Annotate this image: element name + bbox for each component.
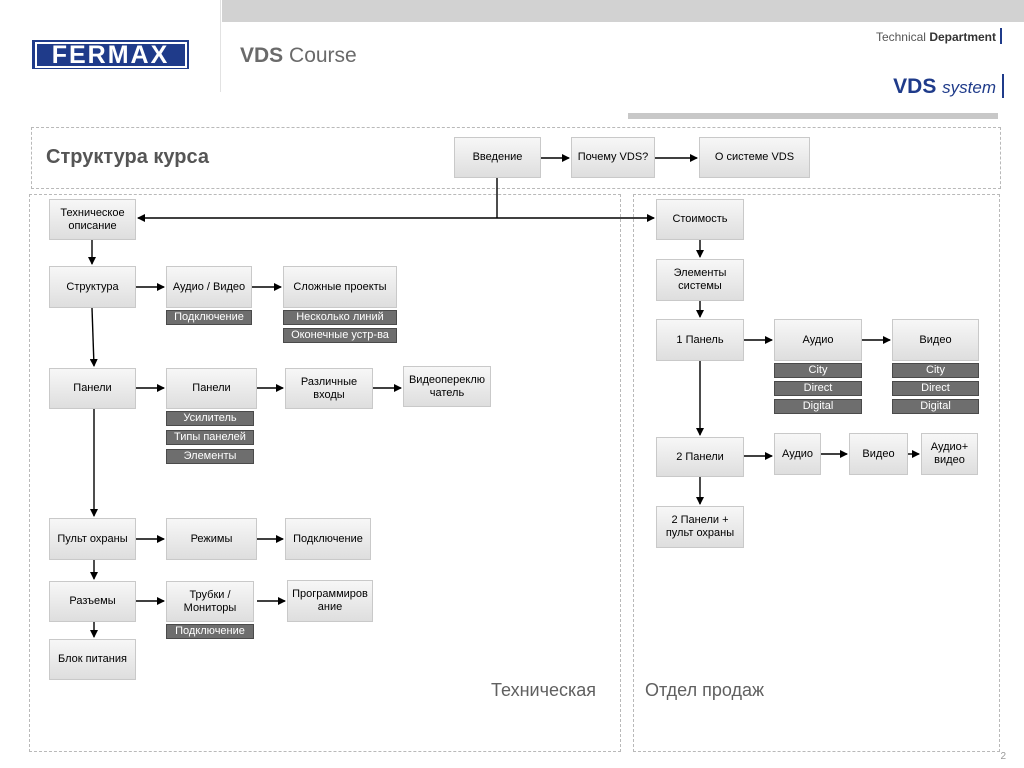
sales-section-label: Отдел продаж bbox=[645, 680, 764, 700]
power-supply-box: Блок питания bbox=[49, 639, 136, 680]
cost-box: Стоимость bbox=[656, 199, 744, 240]
header-bar bbox=[222, 0, 1024, 22]
video-switch-box: Видеопереключатель bbox=[403, 366, 491, 407]
complex-projects-box: Сложные проекты bbox=[283, 266, 397, 308]
audio-2-box: Аудио bbox=[774, 433, 821, 475]
video-tag-city: City bbox=[892, 363, 979, 378]
audio-box: Аудио bbox=[774, 319, 862, 361]
why-vds-box: Почему VDS? bbox=[571, 137, 655, 178]
two-panels-box: 2 Панели bbox=[656, 437, 744, 477]
modes-box: Режимы bbox=[166, 518, 257, 560]
video-box: Видео bbox=[892, 319, 979, 361]
panels-sub-box: Панели bbox=[166, 368, 257, 409]
intro-box: Введение bbox=[454, 137, 541, 178]
technical-section-label: Техническая bbox=[491, 680, 597, 700]
video-tag-digital: Digital bbox=[892, 399, 979, 414]
tag-amplifier: Усилитель bbox=[166, 411, 254, 426]
system-label: VDS system bbox=[893, 74, 1004, 99]
audio-tag-city: City bbox=[774, 363, 862, 378]
panels-box: Панели bbox=[49, 368, 136, 409]
handsets-monitors-box: Трубки / Мониторы bbox=[166, 581, 254, 622]
tech-description-box: Техническое описание bbox=[49, 199, 136, 240]
logo-column bbox=[0, 0, 221, 92]
connection-box: Подключение bbox=[285, 518, 371, 560]
page-number: 2 bbox=[1000, 751, 1006, 762]
audio-tag-digital: Digital bbox=[774, 399, 862, 414]
page-title: Структура курса bbox=[46, 146, 209, 168]
various-inputs-box: Различные входы bbox=[285, 368, 373, 409]
technical-frame bbox=[29, 194, 621, 752]
tag-connection: Подключение bbox=[166, 310, 252, 325]
course-title: VDS Course bbox=[240, 44, 357, 67]
audio-tag-direct: Direct bbox=[774, 381, 862, 396]
audio-video-box: Аудио / Видео bbox=[166, 266, 252, 308]
department-label: Technical Department bbox=[876, 28, 1002, 44]
programming-box: Программирование bbox=[287, 580, 373, 622]
system-elements-box: Элементы системы bbox=[656, 259, 744, 301]
title-frame bbox=[31, 127, 1001, 189]
tag-terminal-devices: Оконечные устр-ва bbox=[283, 328, 397, 343]
header-divider bbox=[628, 113, 998, 119]
structure-box: Структура bbox=[49, 266, 136, 308]
two-panels-guard-box: 2 Панели + пульт охраны bbox=[656, 506, 744, 548]
tag-connection-2: Подключение bbox=[166, 624, 254, 639]
sales-frame bbox=[633, 194, 1000, 752]
tag-elements: Элементы bbox=[166, 449, 254, 464]
video-2-box: Видео bbox=[849, 433, 908, 475]
one-panel-box: 1 Панель bbox=[656, 319, 744, 361]
guard-unit-box: Пульт охраны bbox=[49, 518, 136, 560]
about-vds-box: О системе VDS bbox=[699, 137, 810, 178]
tag-panel-types: Типы панелей bbox=[166, 430, 254, 445]
connectors-box: Разъемы bbox=[49, 581, 136, 622]
audio-video-combo-box: Аудио+ видео bbox=[921, 433, 978, 475]
video-tag-direct: Direct bbox=[892, 381, 979, 396]
tag-multiple-lines: Несколько линий bbox=[283, 310, 397, 325]
fermax-logo: FERMAX bbox=[32, 40, 189, 69]
